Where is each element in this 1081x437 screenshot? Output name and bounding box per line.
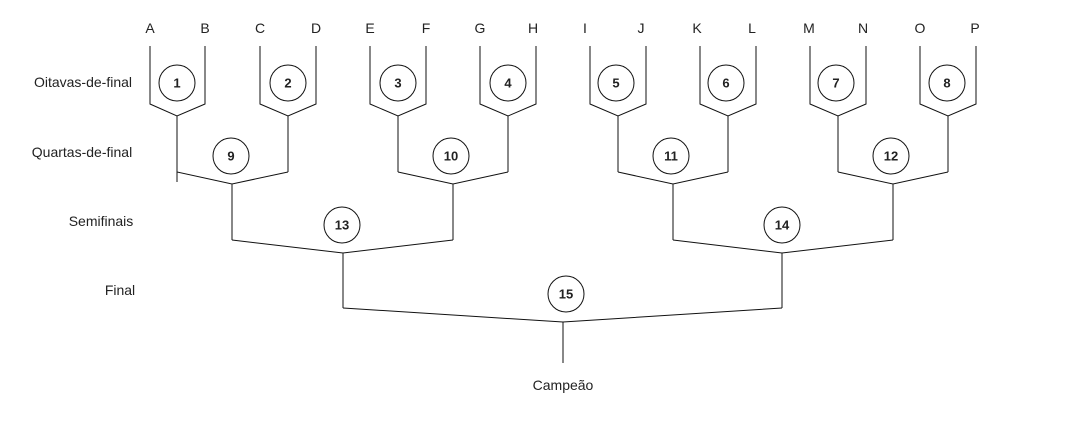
match-number-10: 10: [444, 149, 458, 164]
team-o: O: [915, 20, 926, 36]
bracket-match-9: [176, 116, 289, 240]
round-label-final: Final: [105, 282, 135, 298]
team-k: K: [692, 20, 702, 36]
match-circle-12: [872, 137, 910, 175]
round-label-semifinals: Semifinais: [69, 213, 134, 229]
bracket-match-7: [809, 46, 867, 172]
round-label-quarterfinals: Quartas-de-final: [32, 144, 132, 160]
team-f: F: [422, 20, 431, 36]
match-circle-6: [707, 64, 745, 102]
team-h: H: [528, 20, 538, 36]
match-number-1: 1: [173, 76, 180, 91]
bracket-match-11: [617, 171, 729, 240]
team-e: E: [365, 20, 374, 36]
match-circle-11: [652, 137, 690, 175]
match-number-9: 9: [227, 149, 234, 164]
bracket-match-8: [919, 46, 977, 172]
match-number-4: 4: [504, 76, 512, 91]
match-number-7: 7: [832, 76, 839, 91]
team-d: D: [311, 20, 321, 36]
round-label-round-of-16: Oitavas-de-final: [34, 74, 132, 90]
match-circle-4: [489, 64, 527, 102]
match-circle-14: [763, 206, 801, 244]
champion-label: Campeão: [533, 377, 594, 393]
match-circle-8: [928, 64, 966, 102]
bracket-match-10: [397, 171, 509, 240]
match-number-8: 8: [943, 76, 950, 91]
match-number-6: 6: [722, 76, 729, 91]
bracket-match-13: [231, 239, 454, 308]
match-circle-5: [597, 64, 635, 102]
bracket-match-4: [479, 46, 537, 172]
bracket-match-6: [699, 46, 757, 172]
match-circle-3: [379, 64, 417, 102]
match-number-15: 15: [559, 287, 573, 302]
bracket-match-2: [259, 46, 317, 172]
match-circle-2: [269, 64, 307, 102]
team-g: G: [475, 20, 486, 36]
team-i: I: [583, 20, 587, 36]
bracket-match-15: [342, 307, 783, 363]
match-number-13: 13: [335, 218, 349, 233]
match-circle-9: [212, 137, 250, 175]
match-circle-15: [547, 275, 585, 313]
match-circle-1: [158, 64, 196, 102]
team-n: N: [858, 20, 868, 36]
match-circle-10: [432, 137, 470, 175]
match-circle-7: [817, 64, 855, 102]
bracket-match-12: [837, 171, 949, 240]
team-m: M: [803, 20, 815, 36]
team-a: A: [145, 20, 155, 36]
match-number-12: 12: [884, 149, 898, 164]
match-number-5: 5: [612, 76, 619, 91]
match-circle-13: [323, 206, 361, 244]
team-p: P: [970, 20, 979, 36]
team-j: J: [638, 20, 645, 36]
match-number-14: 14: [775, 218, 790, 233]
team-c: C: [255, 20, 265, 36]
bracket-match-14: [672, 239, 894, 308]
match-number-11: 11: [664, 149, 678, 164]
match-number-3: 3: [394, 76, 401, 91]
match-number-2: 2: [284, 76, 291, 91]
bracket-match-3: [369, 46, 427, 172]
bracket-match-5: [589, 46, 647, 172]
team-l: L: [748, 20, 756, 36]
team-b: B: [200, 20, 209, 36]
